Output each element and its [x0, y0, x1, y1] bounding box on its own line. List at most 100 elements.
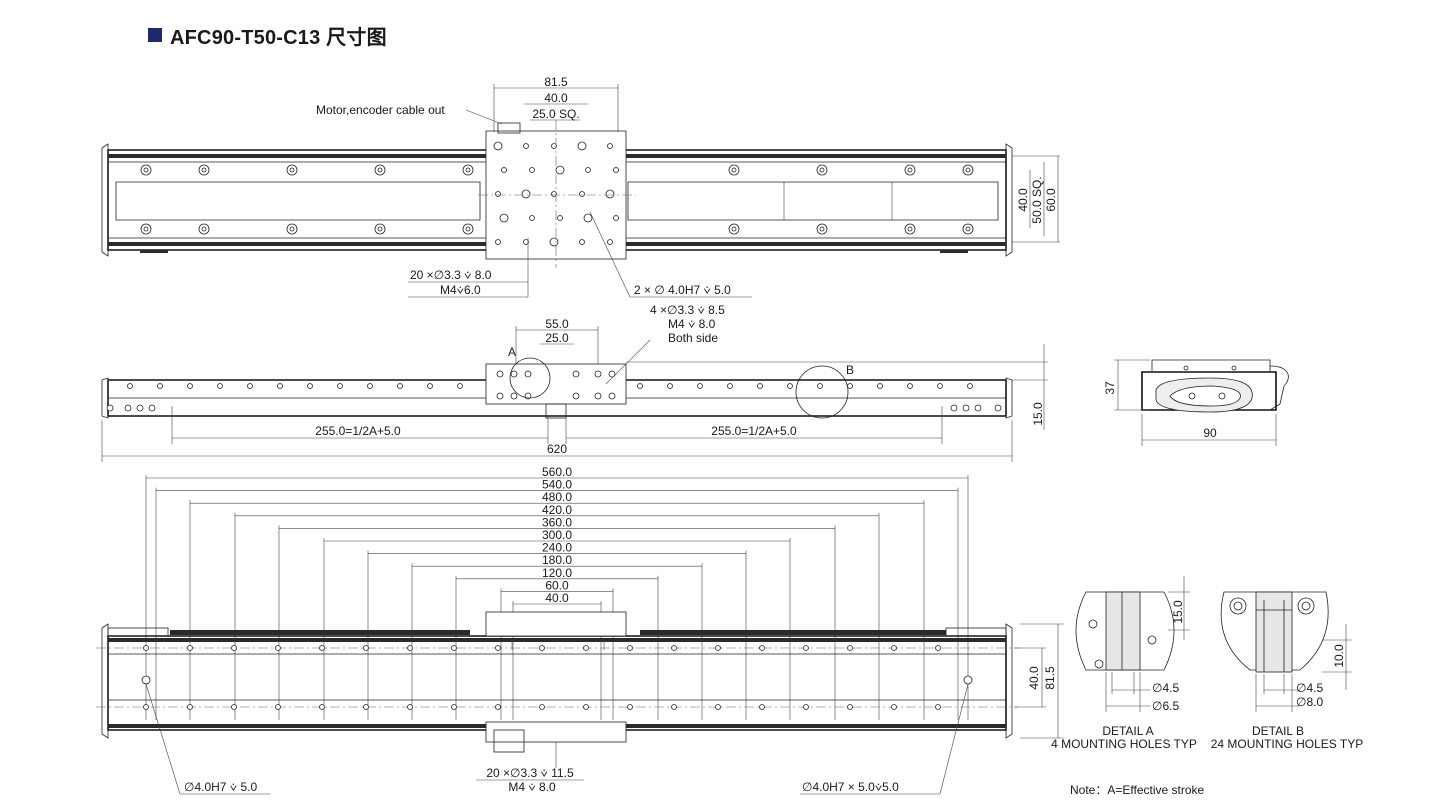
dim-label: 240.0	[542, 541, 572, 555]
rail-hole-inner	[201, 167, 207, 173]
dim-15-side: 15.0	[1031, 402, 1045, 426]
rail-hole-inner	[731, 226, 737, 232]
side-hole	[757, 383, 763, 389]
side-hole	[217, 383, 223, 389]
holes-2-label: 2 × ∅ 4.0H7 ⩒ 5.0	[634, 283, 731, 297]
dim-55: 55.0	[545, 317, 569, 331]
m4-label: M4⩒6.0	[440, 283, 481, 297]
side-hole	[247, 383, 253, 389]
dim-81-5: 81.5	[544, 75, 568, 89]
bottom-hole	[891, 645, 897, 651]
side-hole	[667, 383, 673, 389]
bottom-hole	[451, 645, 457, 651]
bottom-hole	[891, 704, 897, 710]
top-view: 81.5 40.0 25.0 SQ. Motor,encoder cable o…	[101, 75, 1060, 345]
carriage-hole	[583, 213, 593, 223]
detail-b: ∅4.5 ∅8.0 10.0 DETAIL B 24 MOUNTING HOLE…	[1211, 591, 1363, 751]
rail-hole-inner	[377, 167, 383, 173]
bottom-hole	[583, 645, 589, 651]
dim-label: 300.0	[542, 528, 572, 542]
rail-hole-inner	[377, 226, 383, 232]
side-hole	[907, 383, 913, 389]
bottom-view: 560.0540.0480.0420.0360.0300.0240.0180.0…	[96, 465, 1064, 795]
bottom-hole	[759, 704, 765, 710]
title-square-icon	[148, 28, 162, 42]
dim-40-right: 40.0	[1016, 188, 1030, 212]
bottom-hole	[627, 704, 633, 710]
dim-label: 540.0	[542, 478, 572, 492]
bottom-hole	[803, 645, 809, 651]
bottom-hole	[847, 645, 853, 651]
detail-a-marker: A	[508, 345, 516, 359]
bottom-hole	[231, 704, 237, 710]
side-hole	[367, 383, 373, 389]
rail-hole-inner	[465, 226, 471, 232]
bottom-hole	[847, 704, 853, 710]
side-hole	[307, 383, 313, 389]
bottom-hole	[451, 704, 457, 710]
bottom-hole	[187, 645, 193, 651]
dim-60: 60.0	[1044, 188, 1058, 212]
carriage-hole	[523, 143, 529, 149]
dim-50-sq: 50.0 SQ.	[1030, 176, 1044, 223]
carriage-side-hole	[524, 370, 532, 378]
bottom-hole	[583, 704, 589, 710]
bottom-hole	[539, 704, 545, 710]
carriage-hole	[495, 239, 501, 245]
detail-a-title: DETAIL A	[1102, 724, 1153, 738]
carriage-side-hole	[510, 370, 518, 378]
bottom-hole	[627, 645, 633, 651]
dim-40-bottom: 40.0	[1027, 666, 1041, 690]
dim-label: 120.0	[542, 566, 572, 580]
detail-a-d15: 15.0	[1171, 600, 1185, 624]
page-header: AFC90-T50-C13 尺寸图	[148, 20, 387, 50]
end-view: 37 90	[1103, 359, 1289, 446]
carriage-side-hole	[572, 392, 580, 400]
rail-hole-inner	[465, 167, 471, 173]
bottom-hole	[715, 645, 721, 651]
rail-hole-inner	[143, 226, 149, 232]
dim-25-sq: 25.0 SQ.	[532, 107, 579, 121]
carriage-hole	[523, 239, 529, 245]
dim-label: 560.0	[542, 465, 572, 479]
carriage-side-hole	[608, 370, 616, 378]
carriage-side-hole	[572, 370, 580, 378]
dim-label: 420.0	[542, 503, 572, 517]
rail-hole-inner	[907, 167, 913, 173]
detail-b-subtitle: 24 MOUNTING HOLES TYP	[1211, 737, 1363, 751]
bottom-hole	[759, 645, 765, 651]
side-hole	[157, 383, 163, 389]
side-hole	[457, 383, 463, 389]
side-hole	[937, 383, 943, 389]
bottom-hole	[671, 645, 677, 651]
left-hole-label: ∅4.0H7 ⩒ 5.0	[184, 780, 257, 794]
bottom-hole	[671, 704, 677, 710]
right-hole-label: ∅4.0H7 × 5.0⩒5.0	[802, 780, 899, 794]
detail-a-d45: ∅4.5	[1152, 681, 1179, 695]
rail-hole-inner	[201, 226, 207, 232]
carriage-hole	[585, 167, 591, 173]
carriage-hole	[579, 239, 585, 245]
m4-both-label: M4 ⩒ 8.0	[668, 317, 716, 331]
carriage-hole	[579, 191, 585, 197]
dim-label: 180.0	[542, 553, 572, 567]
rail-hole-inner	[289, 226, 295, 232]
dim-25-side: 25.0	[545, 331, 569, 345]
carriage-side-hole	[594, 370, 602, 378]
carriage-hole	[577, 141, 587, 151]
carriage-hole	[495, 191, 501, 197]
bottom-hole	[363, 645, 369, 651]
carriage-side-hole	[496, 370, 504, 378]
carriage-hole	[521, 189, 531, 199]
bottom-hole	[275, 645, 281, 651]
dim-label: 60.0	[545, 578, 569, 592]
carriage-hole	[501, 167, 507, 173]
rail-hole-inner	[965, 167, 971, 173]
detail-a: ∅4.5 ∅6.5 15.0 DETAIL A 4 MOUNTING HOLES…	[1051, 576, 1197, 751]
dim-half-left: 255.0=1/2A+5.0	[315, 424, 401, 438]
side-hole	[967, 383, 973, 389]
bottom-hole	[363, 704, 369, 710]
detail-a-subtitle: 4 MOUNTING HOLES TYP	[1051, 737, 1197, 751]
bottom-hole	[715, 704, 721, 710]
bottom-hole	[143, 645, 149, 651]
